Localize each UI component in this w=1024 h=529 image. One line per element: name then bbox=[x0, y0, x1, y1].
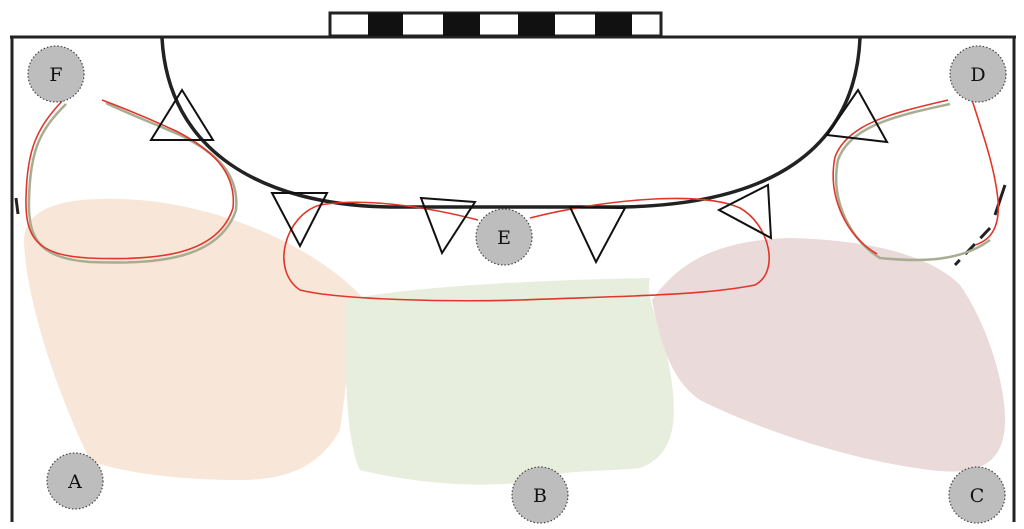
player-d: D bbox=[949, 45, 1007, 103]
defender-triangle-2 bbox=[270, 192, 329, 249]
defender-triangle-3 bbox=[419, 196, 477, 256]
defender-triangle-5 bbox=[716, 183, 773, 240]
zone-left bbox=[24, 198, 365, 480]
defender-triangle-1 bbox=[149, 88, 215, 141]
zone-center bbox=[345, 278, 674, 485]
player-c: C bbox=[948, 466, 1006, 524]
path-f-shadow bbox=[27, 101, 238, 264]
goal-area-line bbox=[160, 37, 862, 209]
path-d-red bbox=[832, 99, 949, 255]
player-a: A bbox=[46, 452, 104, 510]
player-f: F bbox=[27, 45, 85, 103]
free-throw-mark-left bbox=[14, 197, 20, 215]
zone-right bbox=[652, 238, 1005, 472]
free-throw-mark-right-2 bbox=[953, 226, 992, 267]
player-label: C bbox=[970, 485, 985, 507]
player-label: A bbox=[67, 471, 82, 493]
path-f bbox=[25, 99, 235, 260]
path-d-shadow bbox=[835, 102, 991, 262]
defender-triangle-4 bbox=[568, 205, 627, 265]
player-label: F bbox=[49, 64, 62, 86]
defender-triangle-6 bbox=[825, 88, 889, 144]
defenders bbox=[149, 88, 889, 265]
goal bbox=[328, 11, 663, 38]
player-label: B bbox=[533, 485, 547, 507]
free-throw-mark-right bbox=[993, 184, 1007, 216]
player-e: E bbox=[475, 208, 533, 266]
player-label: E bbox=[497, 227, 511, 249]
player-label: D bbox=[970, 64, 985, 86]
player-b: B bbox=[511, 466, 569, 524]
path-d-red-2 bbox=[971, 99, 1000, 246]
